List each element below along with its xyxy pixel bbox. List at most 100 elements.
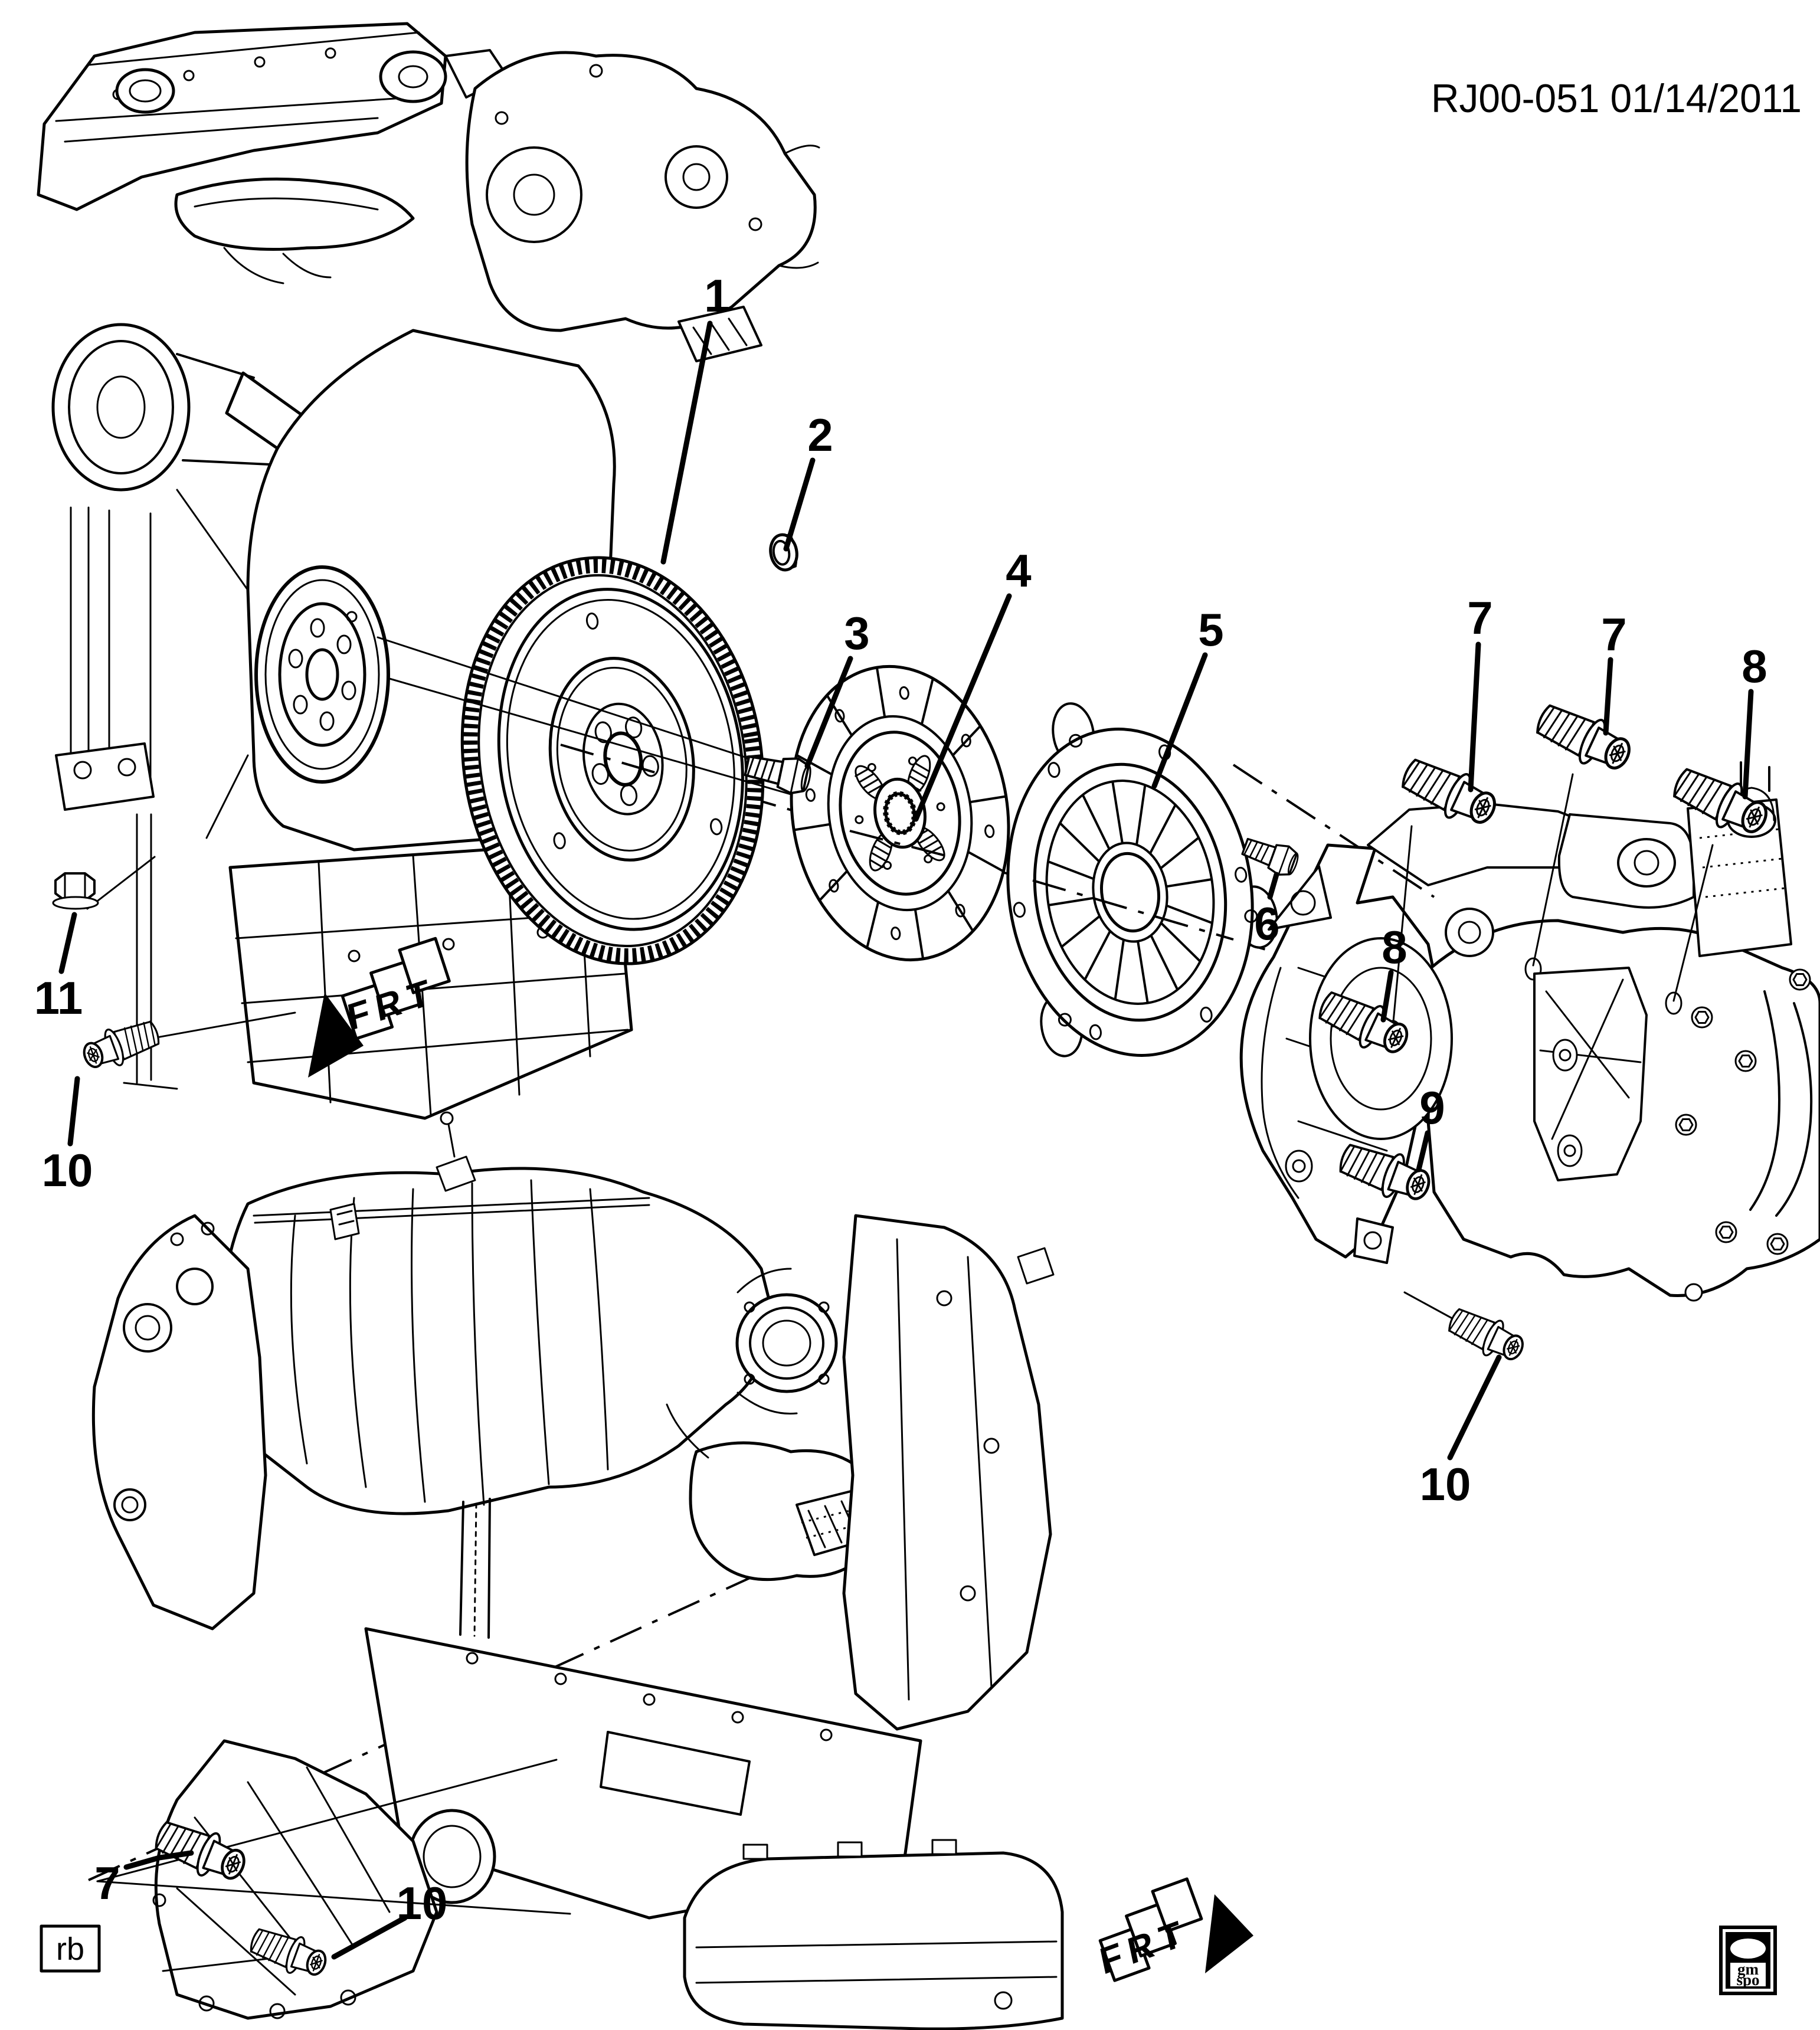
case-bolt xyxy=(1789,968,1811,991)
flange-hole-8 xyxy=(1665,991,1682,1015)
bolt-hole xyxy=(620,784,638,806)
logo-line2: spo xyxy=(1736,1971,1759,1989)
flywheel-face xyxy=(497,588,744,931)
case-bolt xyxy=(1715,1221,1737,1243)
bracket-bolt xyxy=(589,64,603,78)
callout-label-7: 7 xyxy=(94,1857,120,1909)
catalyst-core xyxy=(96,375,146,439)
cover-bolt xyxy=(254,56,266,68)
drain-lug xyxy=(1684,1283,1703,1302)
face-hole xyxy=(585,613,599,630)
tb-bolt xyxy=(818,1301,830,1313)
point-line xyxy=(1672,844,1714,1002)
face-ring xyxy=(506,599,735,920)
callout-leader-10 xyxy=(67,1076,80,1147)
flywheel xyxy=(460,556,765,965)
gm-spo-logo: gm spo xyxy=(1719,1926,1777,1995)
diaphragm-outer xyxy=(1045,780,1215,1005)
valve-cover-ridges xyxy=(55,31,420,143)
rb-border xyxy=(40,1924,101,1973)
rb-code: rb xyxy=(56,1931,84,1967)
lug-hole xyxy=(1363,1231,1382,1250)
bolt-hole xyxy=(625,716,643,739)
cam-boss-inner xyxy=(398,65,428,89)
hub-rivet xyxy=(908,757,917,766)
idler-hub xyxy=(513,173,555,216)
disc-segments xyxy=(793,666,1007,960)
recess-inner xyxy=(556,666,688,852)
callout-label-6: 6 xyxy=(1254,898,1279,949)
flange-hole xyxy=(341,680,356,700)
tb-duct xyxy=(736,1268,798,1415)
slab-bolt xyxy=(731,1711,744,1724)
stud xyxy=(170,1232,184,1246)
face-diamond xyxy=(1017,1247,1055,1285)
bracket-hole xyxy=(117,758,136,777)
axis-over-disc xyxy=(849,830,951,858)
connector-hatch xyxy=(692,317,748,355)
tb-bolt xyxy=(744,1301,755,1313)
bracket-bolt xyxy=(748,217,762,231)
flange-hole xyxy=(293,695,308,715)
point-line xyxy=(96,1880,571,1915)
rivet-hole xyxy=(899,686,909,700)
fork-pivot-hub xyxy=(1458,921,1481,944)
map-sensor xyxy=(436,1155,476,1192)
bell-ear xyxy=(1268,865,1332,931)
bolt-hole xyxy=(591,763,609,785)
logo-line1: gm xyxy=(1737,1960,1759,1978)
callout-leader-9 xyxy=(1416,1130,1431,1173)
bolt-hole xyxy=(641,755,659,777)
frt-block xyxy=(398,937,451,994)
callout-leader-4 xyxy=(913,593,1012,822)
callout-label-8: 8 xyxy=(1382,921,1407,973)
side-boss xyxy=(113,1488,146,1521)
slab-bolt xyxy=(466,1652,479,1665)
recess-outer xyxy=(548,657,695,862)
diaphragm-fingers xyxy=(1048,781,1212,1003)
pedestal-bracket xyxy=(1533,967,1648,1181)
connector-dots xyxy=(801,1502,882,1539)
cover-bolt xyxy=(183,70,195,81)
pan-ribs xyxy=(695,1940,1058,1984)
flange-hole xyxy=(319,711,335,731)
axis-over-plate xyxy=(1032,879,1234,941)
cap-boss-inner xyxy=(135,1315,161,1341)
hub xyxy=(873,777,927,849)
tab-hole xyxy=(1559,1049,1572,1062)
case-bolt xyxy=(1766,1233,1789,1255)
oil-cap-inner xyxy=(129,79,162,103)
grid-bolt xyxy=(348,949,361,962)
frt-marker-left: FRT xyxy=(308,937,451,1078)
pressure-plate xyxy=(1006,702,1278,1057)
rivet-hole xyxy=(829,879,839,893)
rivet-hole xyxy=(834,709,845,723)
rim-hole xyxy=(1013,902,1026,918)
cover-inner-edge xyxy=(1033,762,1227,1022)
rb-box: rb xyxy=(40,1924,101,1973)
timing-belt-edges xyxy=(459,1498,491,1639)
face-lines xyxy=(896,1238,993,1701)
callout-leader-7 xyxy=(1603,657,1613,736)
hub-rivet xyxy=(883,860,892,870)
grid-bolt xyxy=(442,938,455,951)
crank-bore-inner xyxy=(423,1825,482,1888)
block-contours xyxy=(176,489,249,839)
case-bolt xyxy=(1691,1006,1713,1029)
mount-bushing-core xyxy=(1634,850,1659,876)
oil-pan xyxy=(683,1851,1064,2030)
hoses xyxy=(778,145,820,269)
catalyst-ring xyxy=(68,340,174,474)
pan-foot xyxy=(931,1839,957,1855)
shield-lines xyxy=(194,197,379,284)
callout-label-10: 10 xyxy=(1420,1458,1471,1510)
callout-label-4: 4 xyxy=(1006,545,1031,597)
frt-marker-bottom-right: FRT xyxy=(1096,1877,1253,1983)
point-line xyxy=(96,1759,558,1882)
callout-leader-10 xyxy=(331,1915,408,1960)
bracket-hole xyxy=(73,761,92,780)
bolt-10-right xyxy=(1444,1302,1529,1368)
connector-hatch xyxy=(807,1495,876,1548)
mount-bushing xyxy=(1617,838,1676,888)
